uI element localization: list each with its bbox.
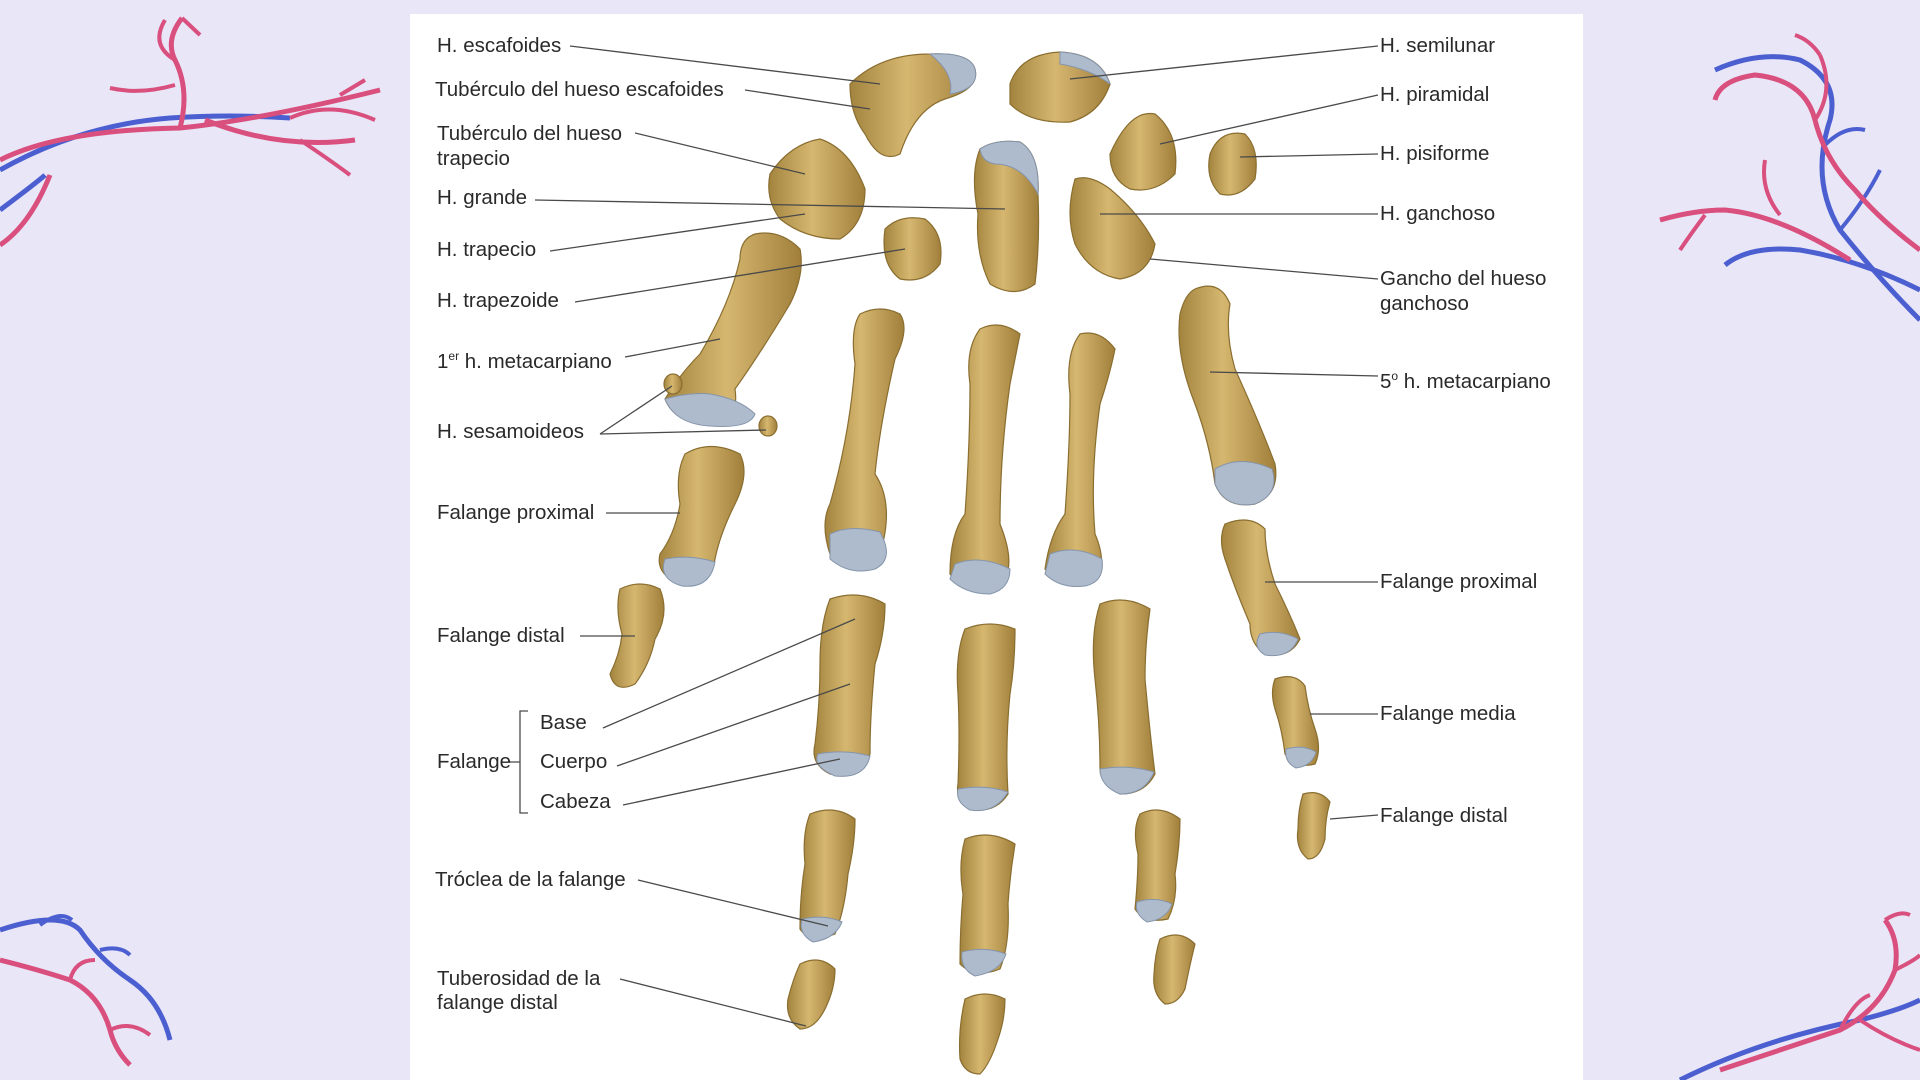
metacarpal-3 [949,324,1021,591]
leader-sesamoideos-a [599,385,673,435]
label-tuberculo-trapecio-line2: trapecio [437,147,510,170]
cartilage-little-proximal [1256,631,1299,657]
cartilage-capitate [979,140,1039,196]
ring-proximal-phalanx [1092,599,1156,795]
label-falange-proximal-left: Falange proximal [437,501,595,524]
sesamoid-bone-1 [663,373,683,395]
leader-falange-distal-right [1329,814,1379,820]
metacarpal-2 [824,308,905,565]
veins-bottom-right-decoration [1678,911,1920,1080]
thumb-distal-phalanx [609,583,665,688]
leader-gancho [1149,258,1379,280]
cartilage-metacarpal-5-head [1214,461,1275,506]
label-h-trapezoide: H. trapezoide [437,289,559,312]
label-5o-superscript: o [1391,369,1399,383]
hand-skeleton-illustration [510,45,1379,1075]
label-falange: Falange [437,750,512,773]
ring-middle-phalanx [1134,809,1181,921]
label-1er-metacarpiano: 1er h. metacarpiano [437,344,612,374]
index-distal-phalanx [786,959,836,1030]
veins-bottom-left-decoration [0,914,173,1067]
label-h-escafoides: H. escafoides [437,34,562,57]
label-base: Base [540,711,587,734]
hamate-bone [1069,177,1156,280]
hand-bones-diagram: H. escafoides Tubérculo del hueso escafo… [410,14,1583,1080]
label-falange-proximal-right: Falange proximal [1380,570,1538,593]
metacarpal-4 [1044,332,1116,586]
cartilage-ring-proximal [1099,766,1155,795]
label-5o-number: 5 [1380,369,1392,393]
label-h-piramidal: H. piramidal [1380,83,1490,106]
label-tuberosidad-line2: falange distal [437,991,558,1014]
label-tuberosidad-line1: Tuberosidad de la [437,967,601,990]
cartilage-scaphoid [928,53,977,95]
leader-grande [534,199,1006,210]
cartilage-index-proximal [816,751,871,777]
leader-cabeza [622,758,841,806]
label-h-ganchoso: H. ganchoso [1380,202,1496,225]
leader-trapezoide [574,248,906,303]
middle-proximal-phalanx [956,623,1016,811]
cartilage-index-middle [800,916,843,943]
label-cabeza: Cabeza [540,790,611,813]
ring-distal-phalanx [1153,934,1196,1005]
middle-distal-phalanx [958,993,1006,1075]
triquetrum-bone [1109,112,1177,191]
cartilage-metacarpal-2-head [829,528,887,572]
middle-middle-phalanx [959,834,1016,974]
leader-base [602,618,856,729]
label-falange-distal-left: Falange distal [437,624,565,647]
leader-troclea [637,879,829,927]
leader-sesamoideos-b [599,429,767,435]
trapezium-bone [768,138,866,240]
label-tuberculo-trapecio-line1: Tubérculo del hueso [437,122,623,145]
index-middle-phalanx [799,809,856,939]
cartilage-thumb-proximal [662,556,716,587]
label-h-grande: H. grande [437,186,528,209]
pisiform-bone [1208,132,1257,196]
veins-top-right-decoration [1659,33,1920,322]
cartilage-metacarpal-1-head [664,393,756,427]
leader-semilunar [1069,45,1379,80]
leader-tuberosidad [619,978,807,1027]
label-h-semilunar: H. semilunar [1380,34,1496,57]
label-falange-distal-right: Falange distal [1380,804,1508,827]
sesamoid-bone-2 [758,415,778,437]
label-h-sesamoideos: H. sesamoideos [437,420,584,443]
falange-bracket [510,710,528,814]
label-gancho-line1: Gancho del hueso [1380,267,1547,290]
veins-top-left-decoration [0,16,381,248]
little-middle-phalanx [1271,676,1320,766]
leader-escafoides [569,45,881,85]
label-5o-text: h. metacarpiano [1398,369,1551,393]
label-h-trapecio: H. trapecio [437,238,537,261]
label-gancho-line2: ganchoso [1380,292,1469,315]
cartilage-middle-proximal [957,786,1009,812]
leader-cuerpo [616,683,851,767]
cartilage-metacarpal-3-head [949,559,1011,595]
label-troclea: Tróclea de la falange [435,868,626,891]
cartilage-little-middle [1285,746,1317,769]
little-distal-phalanx [1296,792,1331,860]
label-falange-media-right: Falange media [1380,702,1516,725]
label-5o-metacarpiano: 5o h. metacarpiano [1380,364,1551,394]
leader-metacarpiano-5 [1209,371,1379,377]
leader-tuberculo-escafoides [744,89,871,110]
leader-piramidal [1159,94,1379,145]
cartilage-ring-middle [1136,898,1173,923]
leader-metacarpiano-1 [624,338,721,358]
cartilage-middle-middle [961,948,1007,977]
scaphoid-bone [849,53,977,158]
label-tuberculo-escafoides: Tubérculo del hueso escafoides [435,78,724,101]
trapezoid-bone [883,217,942,281]
leader-tuberculo-trapecio [634,132,806,175]
leader-trapecio [549,213,806,252]
label-cuerpo: Cuerpo [540,750,608,773]
label-h-pisiforme: H. pisiforme [1380,142,1490,165]
cartilage-metacarpal-4-head [1044,549,1103,587]
label-1er-superscript: er [448,349,460,363]
label-1er-number: 1 [437,349,449,373]
label-1er-text: h. metacarpiano [459,349,612,373]
leader-pisiforme [1239,153,1379,158]
